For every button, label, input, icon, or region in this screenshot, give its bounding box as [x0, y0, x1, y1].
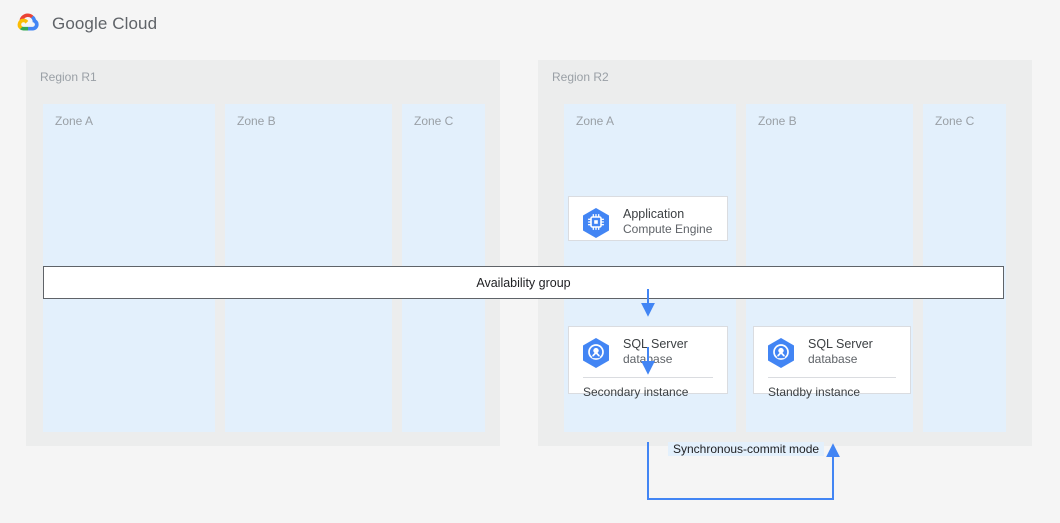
node-sql-server-standby[interactable]: SQL Server database Standby instance: [753, 326, 911, 399]
node-sql-secondary-subtitle: database: [623, 352, 673, 367]
google-cloud-logo-icon: [17, 13, 39, 31]
availability-group-label: Availability group: [476, 275, 571, 290]
node-sql-secondary-footer: Secondary instance: [583, 385, 689, 399]
node-application-compute-engine[interactable]: Application Compute Engine: [568, 196, 728, 241]
region-r2-label: Region R2: [552, 70, 609, 84]
node-sql-secondary-title: SQL Server: [623, 337, 688, 352]
sql-server-database-icon: [583, 338, 609, 368]
synchronous-commit-mode-label: Synchronous-commit mode: [668, 442, 825, 456]
node-sql-standby-text: SQL Server database: [808, 336, 873, 367]
region-r1-label: Region R1: [40, 70, 97, 84]
region-r2-zone-b-label: Zone B: [758, 114, 797, 128]
app-title: Google Cloud: [52, 14, 158, 33]
node-application-text: Application Compute Engine: [623, 206, 712, 237]
node-sql-standby-footer: Standby instance: [768, 385, 861, 399]
architecture-diagram: Region R1 Zone A Zone B Zone C Region R2…: [0, 48, 1060, 500]
region-r1-zone-a-label: Zone A: [55, 114, 94, 128]
node-sql-server-secondary[interactable]: SQL Server database Secondary instance: [568, 326, 728, 399]
node-sql-secondary-divider: [583, 377, 713, 378]
compute-engine-icon: [583, 208, 609, 238]
node-application-content: Application Compute Engine: [569, 197, 727, 247]
region-r2-zone-a-label: Zone A: [576, 114, 615, 128]
node-sql-standby-content: SQL Server database: [754, 327, 910, 377]
node-sql-standby-subtitle: database: [808, 352, 858, 367]
region-r1: Region R1 Zone A Zone B Zone C: [26, 60, 500, 446]
node-sql-standby-divider: [768, 377, 896, 378]
node-sql-secondary-content: SQL Server database: [569, 327, 727, 377]
availability-group-bar[interactable]: Availability group: [43, 266, 1004, 299]
app-header: Google Cloud: [0, 0, 1060, 48]
node-application-title: Application: [623, 207, 685, 222]
node-sql-standby-title: SQL Server: [808, 337, 873, 352]
region-r2-zone-c-label: Zone C: [935, 114, 975, 128]
node-sql-secondary-text: SQL Server database: [623, 336, 688, 367]
region-r1-zone-c-label: Zone C: [414, 114, 454, 128]
region-r1-zone-b-label: Zone B: [237, 114, 276, 128]
sql-server-database-icon: [768, 338, 794, 368]
node-application-subtitle: Compute Engine: [623, 222, 713, 237]
